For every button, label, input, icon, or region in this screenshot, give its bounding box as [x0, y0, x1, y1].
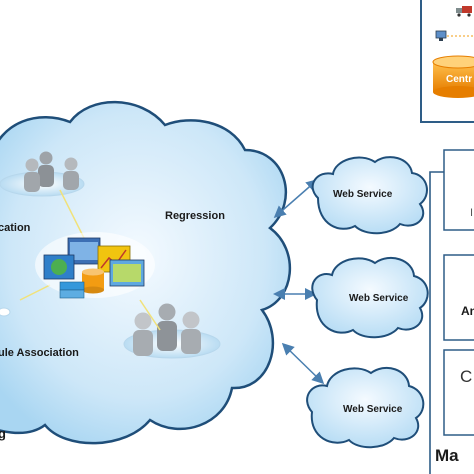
connector-line-bottom	[139, 299, 161, 331]
connector-line-left	[19, 284, 51, 301]
right-box-3-text: C	[460, 367, 472, 386]
right-panel: I An C Ma	[429, 149, 474, 474]
web-service-cloud-3-shape	[306, 367, 425, 449]
web-service-cloud-2: Web Service	[311, 257, 429, 339]
truck-icon	[456, 6, 472, 17]
right-box-1	[443, 149, 474, 231]
web-service-cloud-1-shape	[311, 156, 428, 235]
right-box-2	[443, 254, 474, 341]
arrow-to-service-1	[273, 179, 319, 218]
right-box-1-text: I	[470, 207, 473, 219]
regression-label: Regression	[165, 210, 225, 222]
node-dot	[0, 307, 11, 317]
computer-icon	[435, 30, 447, 41]
users-group-icon-top	[24, 151, 79, 192]
central-db-label: Centr	[446, 74, 472, 85]
web-service-cloud-1: Web Service	[311, 156, 428, 235]
web-service-cloud-3: Web Service	[306, 367, 425, 449]
data-mining-cloud: cation Regression ule Association g	[0, 100, 292, 445]
web-service-1-label: Web Service	[333, 189, 393, 200]
web-service-cloud-2-shape	[311, 257, 429, 339]
central-panel: Centr	[420, 0, 474, 123]
central-database-icon	[432, 55, 474, 98]
stacked-database-icon	[82, 268, 104, 294]
right-panel-heading: Ma	[435, 446, 459, 465]
clustering-label: g	[0, 426, 6, 441]
users-group-icon-bottom	[133, 303, 201, 356]
web-service-2-label: Web Service	[349, 293, 409, 304]
web-service-3-label: Web Service	[343, 404, 403, 415]
right-box-3	[443, 349, 474, 436]
applications-cluster	[35, 232, 155, 299]
arrow-to-service-3	[281, 342, 325, 385]
association-label: ule Association	[0, 347, 79, 359]
right-box-2-text: An	[461, 304, 474, 318]
classification-label: cation	[0, 222, 31, 234]
